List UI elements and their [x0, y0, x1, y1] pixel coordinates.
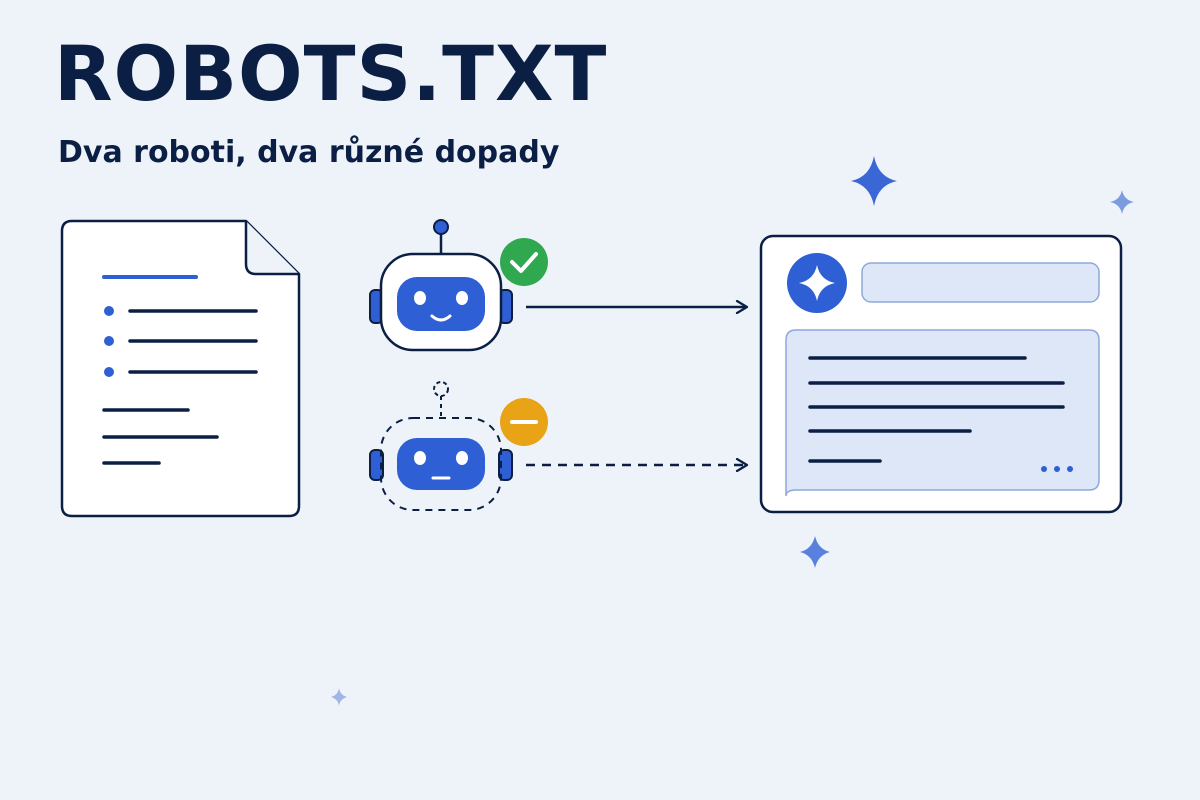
robot-allowed [369, 219, 548, 352]
document-bullet [104, 306, 114, 316]
page-subtitle: Dva roboti, dva různé dopady [58, 135, 560, 170]
robot-blocked [369, 381, 548, 511]
sparkle-decoration-icon [851, 156, 897, 206]
ai-window-title-bar [861, 262, 1100, 303]
robot-icon [369, 219, 513, 352]
document-bullet [104, 367, 114, 377]
chat-bubble-icon [785, 329, 1100, 497]
robot-icon [369, 381, 513, 511]
ai-window [759, 234, 1123, 514]
minus-icon [500, 398, 548, 446]
page-title: ROBOTS.TXT [54, 29, 608, 118]
document-bullet [104, 336, 114, 346]
ellipsis-icon [1041, 466, 1073, 472]
sparkle-icon [787, 253, 847, 313]
sparkle-decoration-icon [800, 536, 830, 568]
sparkle-decoration-icon [331, 688, 347, 706]
document-icon [60, 219, 301, 518]
check-icon [500, 238, 548, 286]
sparkle-decoration-icon [1110, 190, 1134, 214]
